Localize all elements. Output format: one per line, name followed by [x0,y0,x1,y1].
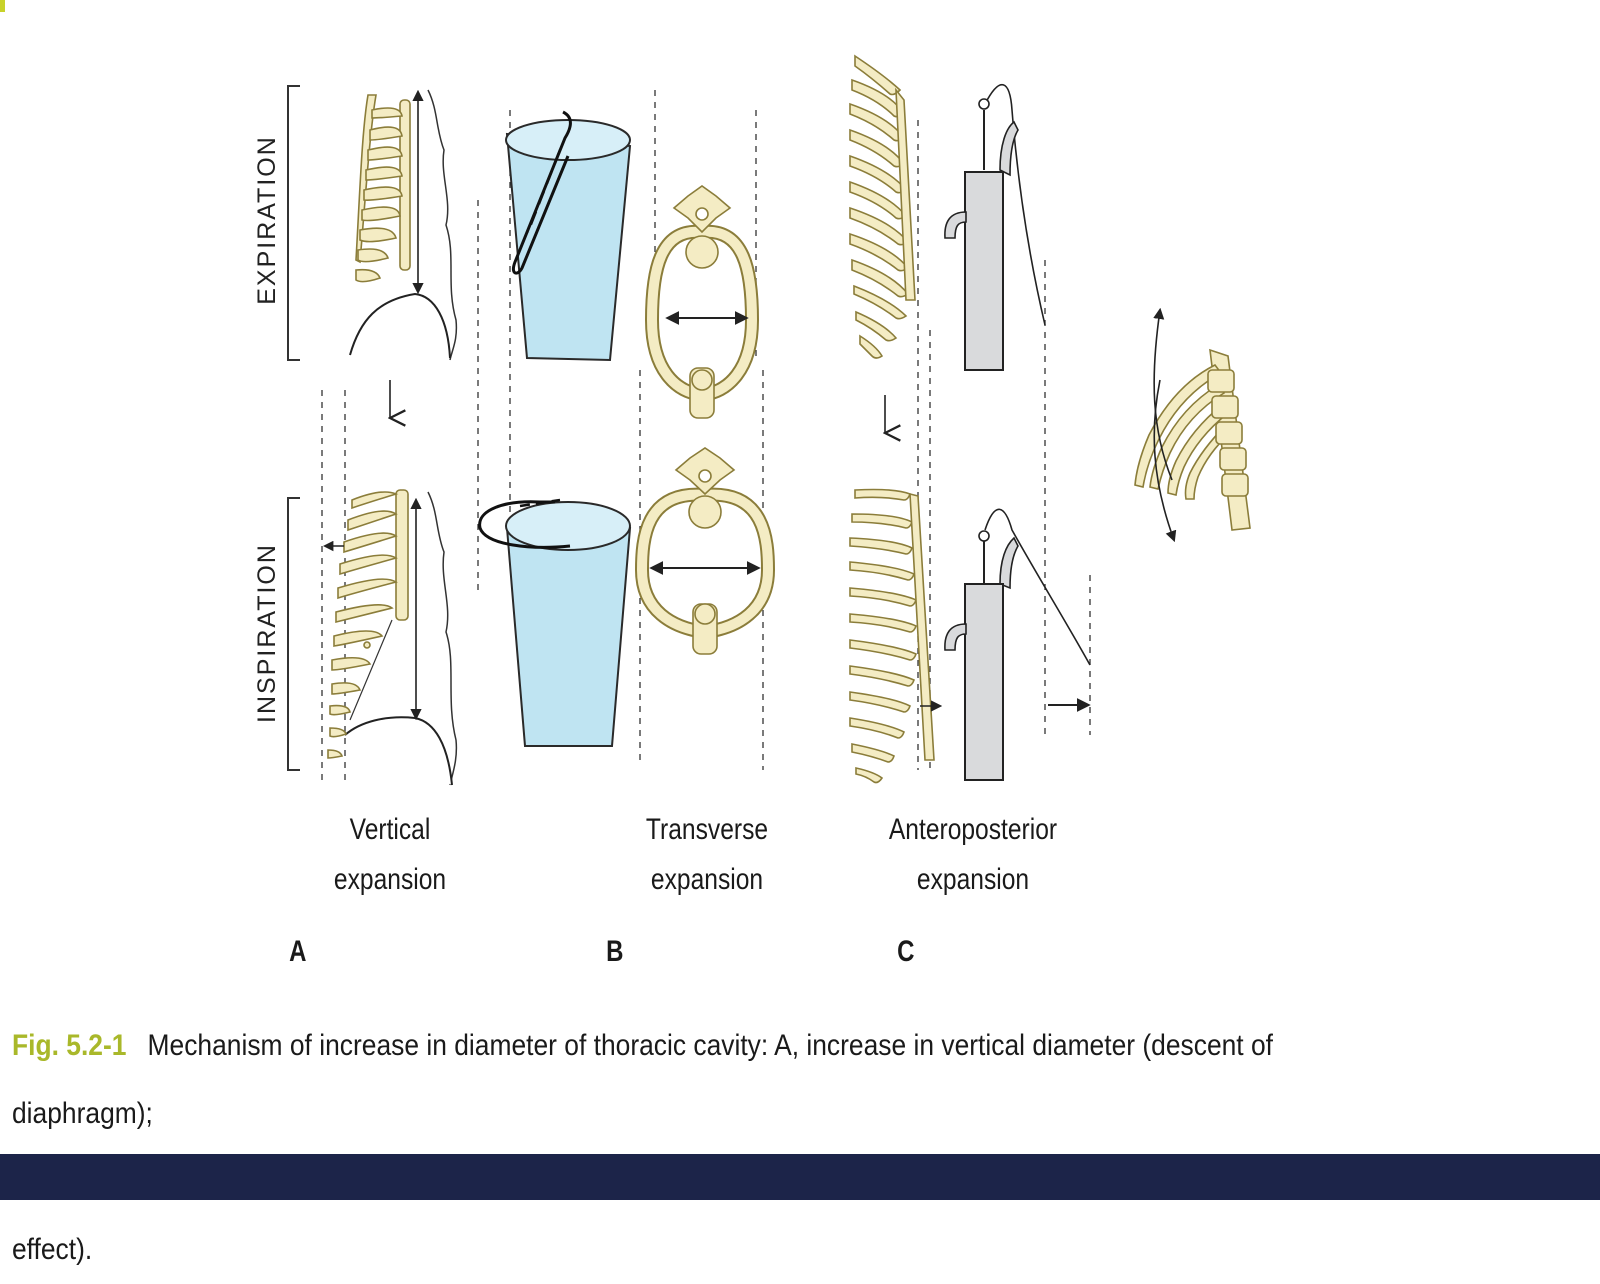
rib-rotation-icon [1134,307,1251,543]
footer-bar [0,1154,1600,1200]
figure-number: Fig. 5.2-1 [12,1029,127,1062]
rib-cage-icon [322,489,458,786]
pump-icon [944,83,1046,371]
inspiration-bracket [287,497,300,771]
panel-b-caption: Transverse expansion [645,813,769,896]
panel-c-caption: Anteroposterior expansion [888,813,1058,896]
pump-icon [944,508,1091,781]
rib-cage-icon [849,54,916,359]
bucket-icon [505,110,632,362]
corner-mark [0,0,5,12]
rib-cage-icon [349,89,458,361]
thoracic-expansion-diagram [287,54,1251,786]
panel-letter-b: B [606,935,624,968]
panel-a-caption: Vertical expansion [333,813,447,896]
expiration-label: EXPIRATION [253,135,281,305]
panel-letter-a: A [289,935,307,968]
thoracic-cross-section-icon [644,185,760,419]
bucket-icon [478,498,632,747]
expiration-bracket [287,85,300,361]
thoracic-cross-section-icon [634,447,776,655]
inspiration-label: INSPIRATION [253,543,281,723]
rib-cage-icon [849,488,943,784]
panel-letter-c: C [897,935,915,968]
caption-line-1: Mechanism of increase in diameter of tho… [12,1029,1273,1130]
